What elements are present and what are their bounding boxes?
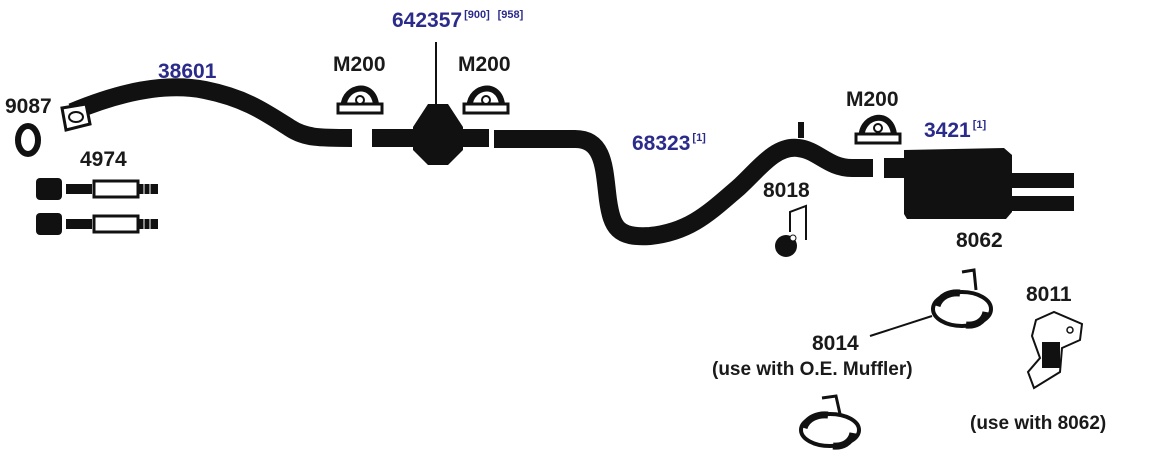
u-bolt-clamp-icon[interactable] <box>336 85 384 115</box>
ref-1-muffler: [1] <box>972 119 987 131</box>
front-pipe-icon[interactable] <box>60 78 353 147</box>
part-label-m200-left: M200 <box>333 53 386 76</box>
ref-958: [958] <box>497 9 524 21</box>
gasket-icon[interactable] <box>15 123 41 157</box>
part-label-642357: 642357[900] [958] <box>392 9 524 32</box>
part-label-3421: 3421[1] <box>924 119 987 142</box>
part-label-38601: 38601 <box>158 60 217 83</box>
part-label-m200-right: M200 <box>846 88 899 111</box>
rubber-hanger-icon[interactable] <box>869 268 993 337</box>
part-label-8062: 8062 <box>956 229 1003 252</box>
part-label-m200-mid: M200 <box>458 53 511 76</box>
hanger-bracket-icon[interactable] <box>1026 310 1084 390</box>
ref-1: [1] <box>692 132 706 144</box>
part-label-68323: 68323[1] <box>632 132 706 155</box>
part-number-642357: 642357 <box>392 9 463 32</box>
part-label-8014: 8014 <box>812 332 859 355</box>
stud-bolt-kit-icon[interactable] <box>36 178 158 200</box>
rubber-hanger-icon[interactable] <box>799 394 861 450</box>
muffler-icon[interactable] <box>884 148 1074 219</box>
part-label-4974: 4974 <box>80 148 127 171</box>
catalytic-converter-icon[interactable] <box>372 42 489 165</box>
part-note-8011: (use with 8062) <box>970 413 1107 434</box>
stud-bolt-kit-icon[interactable] <box>36 213 158 235</box>
hanger-bracket-icon[interactable] <box>775 204 807 257</box>
part-number-3421: 3421 <box>924 119 971 142</box>
part-note-8014: (use with O.E. Muffler) <box>712 359 913 380</box>
ref-900: [900] <box>464 9 490 21</box>
u-bolt-clamp-icon[interactable] <box>462 85 510 115</box>
intermediate-pipe-icon[interactable] <box>494 122 873 246</box>
part-label-8018: 8018 <box>763 179 810 202</box>
u-bolt-clamp-icon[interactable] <box>854 114 902 145</box>
part-label-8011: 8011 <box>1026 283 1072 306</box>
part-label-9087: 9087 <box>5 95 52 118</box>
part-number-68323: 68323 <box>632 132 691 155</box>
